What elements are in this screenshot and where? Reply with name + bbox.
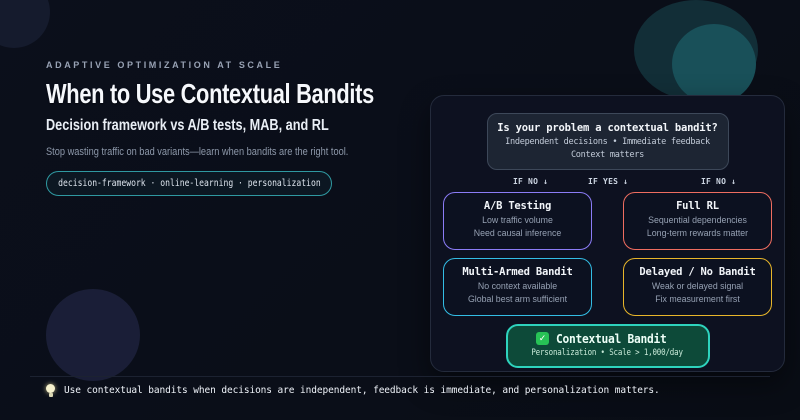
- flow-box-delayed-no-bandit: Delayed / No Bandit Weak or delayed sign…: [623, 258, 772, 316]
- question-line-2: Context matters: [570, 150, 645, 160]
- result-subtitle-text: Personalization • Scale > 1,000/day: [531, 348, 684, 358]
- flow-box-multi-armed-bandit: Multi-Armed Bandit No context available …: [443, 258, 592, 316]
- page-title-text: When to Use Contextual Bandits: [46, 78, 374, 109]
- footer-divider: [30, 376, 770, 377]
- hero-section: ADAPTIVE OPTIMIZATION AT SCALE When to U…: [46, 60, 438, 197]
- page-description: Stop wasting traffic on bad variants—lea…: [46, 146, 438, 158]
- corner-glow: [0, 0, 50, 48]
- flow-box-line: Fix measurement first: [655, 294, 740, 304]
- page-subtitle: Decision framework vs A/B tests, MAB, an…: [46, 117, 438, 135]
- question-box: Is your problem a contextual bandit? Ind…: [486, 113, 729, 170]
- check-icon: ✓: [536, 332, 550, 345]
- teal-glow-inner: [672, 24, 756, 104]
- eyebrow-label: ADAPTIVE OPTIMIZATION AT SCALE: [46, 60, 283, 70]
- result-box-contextual-bandit: ✓ Contextual Bandit Personalization • Sc…: [505, 324, 710, 368]
- lightbulb-icon: [46, 384, 55, 397]
- question-line-1: Independent decisions • Immediate feedba…: [505, 137, 710, 147]
- teal-glow-outer: [634, 0, 758, 100]
- alternatives-grid: A/B Testing Low traffic volume Need caus…: [443, 192, 772, 316]
- tags-pill-text: decision-framework · online-learning · p…: [57, 178, 321, 190]
- flow-box-full-rl: Full RL Sequential dependencies Long-ter…: [623, 192, 772, 250]
- footer-text: Use contextual bandits when decisions ar…: [64, 385, 660, 396]
- decision-flowchart-panel: Is your problem a contextual bandit? Ind…: [430, 95, 785, 372]
- flow-box-line: No context available: [477, 281, 558, 291]
- result-subtitle: Personalization • Scale > 1,000/day: [508, 348, 708, 358]
- question-title: Is your problem a contextual bandit?: [497, 122, 718, 134]
- flow-box-title: A/B Testing: [483, 200, 552, 212]
- result-title-row: ✓ Contextual Bandit: [508, 331, 708, 346]
- page-title: When to Use Contextual Bandits: [46, 78, 438, 109]
- flow-box-ab-testing: A/B Testing Low traffic volume Need caus…: [443, 192, 592, 250]
- branch-label-if-no-right: IF NO ↓: [701, 177, 737, 186]
- page-subtitle-text: Decision framework vs A/B tests, MAB, an…: [46, 117, 329, 135]
- flow-box-line: Low traffic volume: [482, 215, 553, 225]
- flow-box-line: Sequential dependencies: [648, 215, 747, 225]
- footer-takeaway: Use contextual bandits when decisions ar…: [46, 384, 660, 397]
- flow-box-title: Delayed / No Bandit: [639, 266, 756, 278]
- flow-box-line: Need causal inference: [473, 228, 562, 238]
- flow-box-title: Full RL: [676, 200, 719, 212]
- result-title: Contextual Bandit: [556, 331, 667, 346]
- flow-box-line: Long-term rewards matter: [646, 228, 749, 238]
- flow-box-line: Weak or delayed signal: [651, 281, 744, 291]
- flow-box-title: Multi-Armed Bandit: [462, 266, 573, 278]
- branch-label-if-no-left: IF NO ↓: [513, 177, 549, 186]
- page-description-text: Stop wasting traffic on bad variants—lea…: [46, 146, 349, 159]
- tags-pill: decision-framework · online-learning · p…: [46, 171, 332, 197]
- branch-label-if-yes: IF YES ↓: [588, 177, 629, 186]
- flow-box-line: Global best arm sufficient: [467, 294, 568, 304]
- purple-glow: [46, 289, 140, 381]
- branch-labels-row: IF NO ↓ IF YES ↓ IF NO ↓: [443, 174, 772, 191]
